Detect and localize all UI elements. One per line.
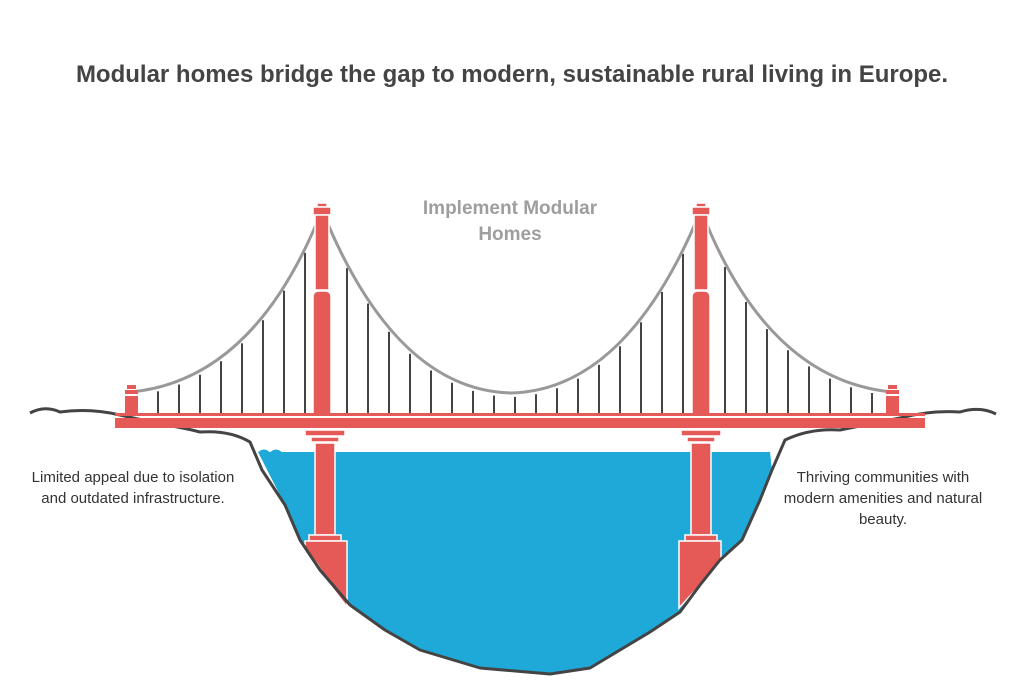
end-posts bbox=[125, 385, 899, 414]
bridge-label: Implement Modular Homes bbox=[422, 198, 598, 245]
left-tower bbox=[312, 202, 332, 415]
left-label: Limited appeal due to isolation and outd… bbox=[31, 469, 235, 507]
water bbox=[258, 449, 772, 674]
page-title: Modular homes bridge the gap to modern, … bbox=[75, 61, 949, 88]
water-waves bbox=[257, 447, 775, 453]
bridge-deck bbox=[115, 413, 925, 428]
right-label: Thriving communities with modern ameniti… bbox=[783, 469, 983, 528]
right-tower bbox=[691, 202, 711, 415]
main-cable bbox=[130, 205, 893, 395]
suspender-cables bbox=[157, 252, 873, 413]
